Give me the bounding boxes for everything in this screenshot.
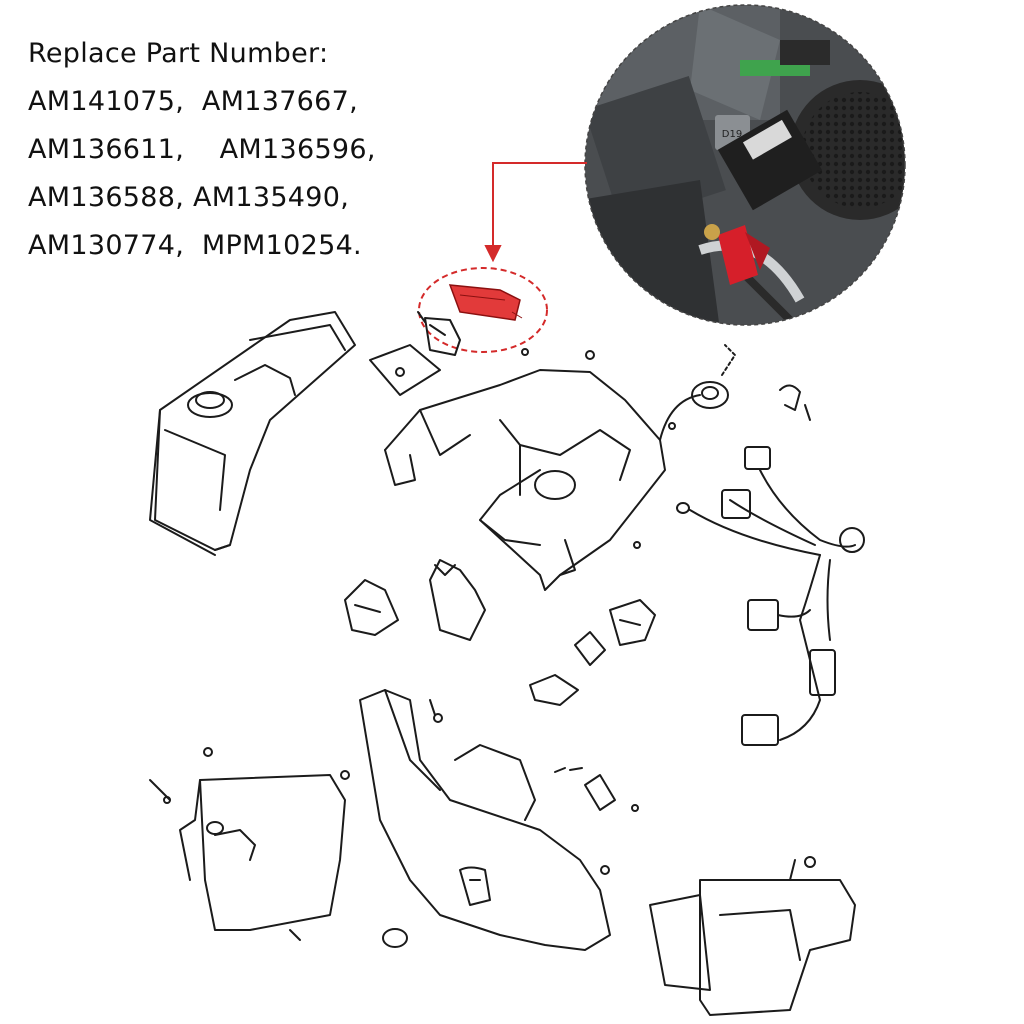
fasteners [554, 767, 639, 875]
inset-photo: D19 [584, 4, 906, 326]
dash-console [384, 350, 701, 591]
lower-right-bracket [649, 856, 856, 1016]
lower-center-housing [359, 689, 611, 951]
ignition-cap [691, 344, 811, 421]
part-line-3: AM136588, AM135490, [28, 182, 350, 213]
highlighted-part [418, 267, 548, 353]
part-line-1: AM141075, AM137667, [28, 86, 358, 117]
left-panel-cover [149, 311, 356, 556]
part-line-4: AM130774, MPM10254. [28, 230, 362, 261]
switch-modules [344, 559, 656, 706]
lower-left-bracket [149, 747, 350, 941]
callout-arrow [484, 162, 587, 263]
part-line-2: AM136611, AM136596, [28, 134, 376, 165]
part-number-heading: Replace Part Number: AM141075, AM137667,… [28, 30, 376, 270]
inset-label-d19: D19 [722, 129, 742, 140]
small-switch-parts [369, 311, 529, 396]
wiring-harness [676, 446, 865, 746]
heading-title: Replace Part Number: [28, 38, 329, 69]
